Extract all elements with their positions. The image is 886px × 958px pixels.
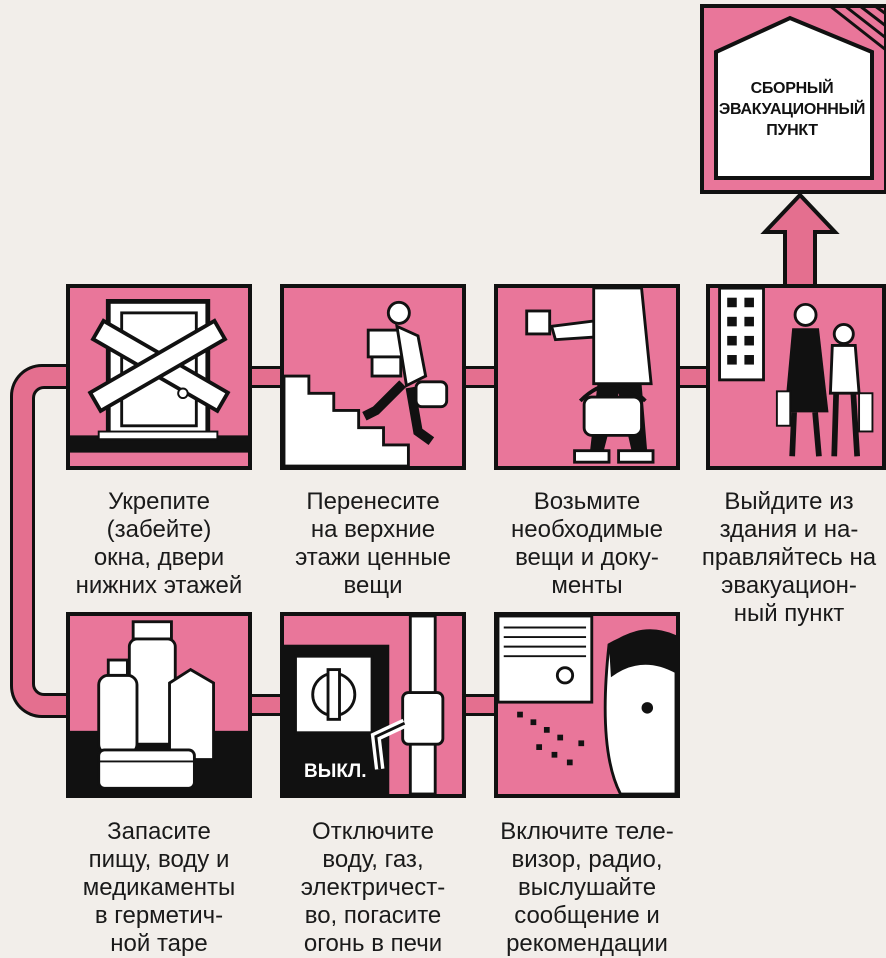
- step-caption-turn-off-utilities: Отключите воду, газ, электричест- во, по…: [300, 818, 446, 957]
- boarded-door-icon: [70, 299, 248, 453]
- step-panel-listen-radio: [494, 612, 680, 798]
- step-caption-carry-upstairs: Перенесите на верхние этажи ценные вещи: [295, 488, 451, 599]
- step-caption-leave-building: Выйдите из здания и на- правляйтесь на э…: [701, 488, 877, 627]
- step-panel-leave-building: [706, 284, 886, 470]
- man-carrying-upstairs-icon: [284, 300, 449, 466]
- radio-listener-icon: [498, 616, 676, 794]
- pipe-left-loop-outline: [10, 364, 76, 718]
- step-panel-take-documents: [494, 284, 680, 470]
- evacuation-point-label: СБОРНЫЙ ЭВАКУАЦИОННЫЙ ПУНКТ: [718, 80, 866, 139]
- step-panel-carry-upstairs: [280, 284, 466, 470]
- bag-and-documents-icon: [525, 288, 655, 464]
- step-caption-take-documents: Возьмите необходимые вещи и доку- менты: [511, 488, 663, 599]
- evacuation-point-house-icon: [700, 4, 886, 194]
- switch-and-valve-icon: [284, 616, 445, 794]
- up-arrow-icon: [760, 192, 840, 290]
- step-panel-store-food: [66, 612, 252, 798]
- step-panel-turn-off-utilities: ВЫКЛ.: [280, 612, 466, 798]
- step-caption-store-food: Запасите пищу, воду и медикаменты в герм…: [82, 818, 236, 957]
- step-caption-board-windows: Укрепите (забейте) окна, двери нижних эт…: [75, 488, 243, 599]
- off-label: ВЫКЛ.: [304, 761, 367, 782]
- step-panel-board-windows: [66, 284, 252, 470]
- people-leaving-building-icon: [718, 288, 874, 457]
- step-caption-listen-radio: Включите теле- визор, радио, выслушайте …: [500, 818, 674, 957]
- food-containers-icon: [70, 620, 248, 794]
